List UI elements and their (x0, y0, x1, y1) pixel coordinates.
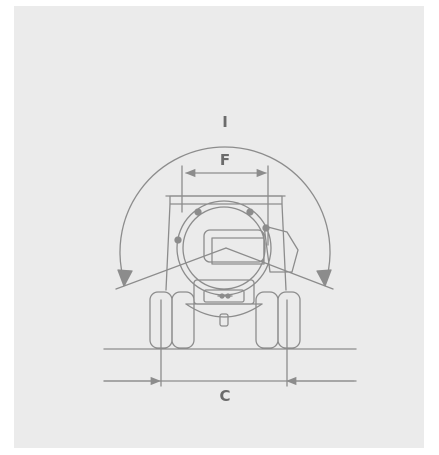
boom-line-left (115, 247, 227, 290)
swing-arc-arrow-right (316, 269, 332, 287)
swing-arc (119, 146, 331, 285)
label-swing-angle: I (222, 113, 228, 131)
sprayer-machine-icon (149, 195, 301, 349)
label-track-width: C (219, 387, 230, 405)
swing-arc-arrow-left (117, 269, 133, 287)
diagram-panel (14, 6, 424, 448)
label-frame-width: F (220, 151, 230, 169)
boom-line-right (225, 247, 334, 290)
